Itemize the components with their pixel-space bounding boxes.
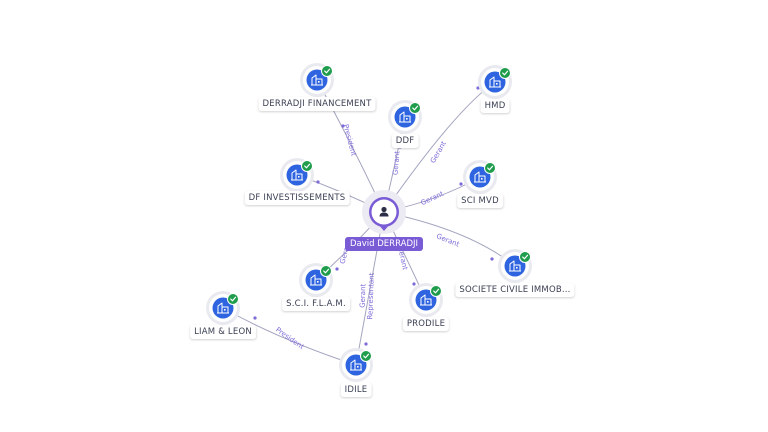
company-label[interactable]: PRODILE — [402, 317, 450, 331]
edge-label: Gerant — [391, 150, 401, 175]
edge-arrow-marker — [341, 124, 345, 128]
verified-check-icon — [430, 285, 442, 297]
building-icon — [474, 171, 486, 183]
edge-label: GerantRepresentant — [358, 272, 376, 320]
building-icon — [420, 294, 432, 306]
verified-check-icon — [301, 160, 313, 172]
building-icon — [311, 74, 323, 86]
company-node-idile[interactable] — [339, 348, 373, 382]
verified-check-icon — [519, 251, 531, 263]
company-label[interactable]: DDF — [391, 134, 419, 148]
edge-arrow-marker — [364, 342, 368, 346]
edge-label: President — [274, 326, 306, 351]
edge-label: Gerant — [429, 140, 448, 165]
building-icon — [291, 169, 303, 181]
nodes-layer — [206, 63, 532, 382]
company-node-ddf[interactable] — [388, 100, 422, 134]
building-icon — [310, 274, 322, 286]
company-label[interactable]: HMD — [480, 99, 510, 113]
edge-arrow-marker — [253, 316, 257, 320]
building-icon — [217, 302, 229, 314]
edge-arrow-marker — [335, 267, 339, 271]
company-node-derradji-financement[interactable] — [300, 63, 334, 97]
company-node-prodile[interactable] — [409, 283, 443, 317]
company-node-hmd[interactable] — [478, 65, 512, 99]
edge-label: President — [341, 123, 357, 157]
verified-check-icon — [499, 67, 511, 79]
edge-arrow-marker — [412, 282, 416, 286]
edge-label: Gerant — [420, 190, 445, 208]
edge-arrow-marker — [490, 257, 494, 261]
company-node-scifla[interactable] — [299, 263, 333, 297]
building-icon — [509, 260, 521, 272]
verified-check-icon — [320, 265, 332, 277]
company-node-liam-leon[interactable] — [206, 291, 240, 325]
company-label[interactable]: DERRADJI FINANCEMENT — [258, 97, 376, 111]
company-label[interactable]: LIAM & LEON — [190, 325, 256, 339]
verified-check-icon — [321, 65, 333, 77]
edge-label: Gerant — [435, 232, 461, 249]
person-node[interactable] — [362, 190, 406, 234]
verified-check-icon — [484, 162, 496, 174]
building-icon — [350, 359, 362, 371]
company-node-societe-civile[interactable] — [498, 249, 532, 283]
edge-arrow-marker — [316, 180, 320, 184]
relation-edge: GerantRepresentant — [355, 211, 385, 366]
edge-arrow-marker — [476, 86, 480, 90]
building-icon — [399, 111, 411, 123]
person-name-label[interactable]: David DERRADJI — [345, 237, 423, 251]
building-icon — [489, 76, 501, 88]
verified-check-icon — [360, 350, 372, 362]
edge-arrow-marker — [459, 182, 463, 186]
company-label[interactable]: DF INVESTISSEMENTS — [244, 191, 350, 205]
verified-check-icon — [409, 102, 421, 114]
company-label[interactable]: SCI MVD — [457, 194, 503, 208]
company-node-sci-mvd[interactable] — [463, 160, 497, 194]
company-node-df-investissements[interactable] — [280, 158, 314, 192]
company-label[interactable]: S.C.I. F.L.A.M. — [282, 297, 350, 311]
verified-check-icon — [227, 293, 239, 305]
company-label[interactable]: IDILE — [340, 383, 372, 397]
company-label[interactable]: SOCIETE CIVILE IMMOB... — [455, 283, 575, 297]
person-icon — [379, 206, 389, 217]
